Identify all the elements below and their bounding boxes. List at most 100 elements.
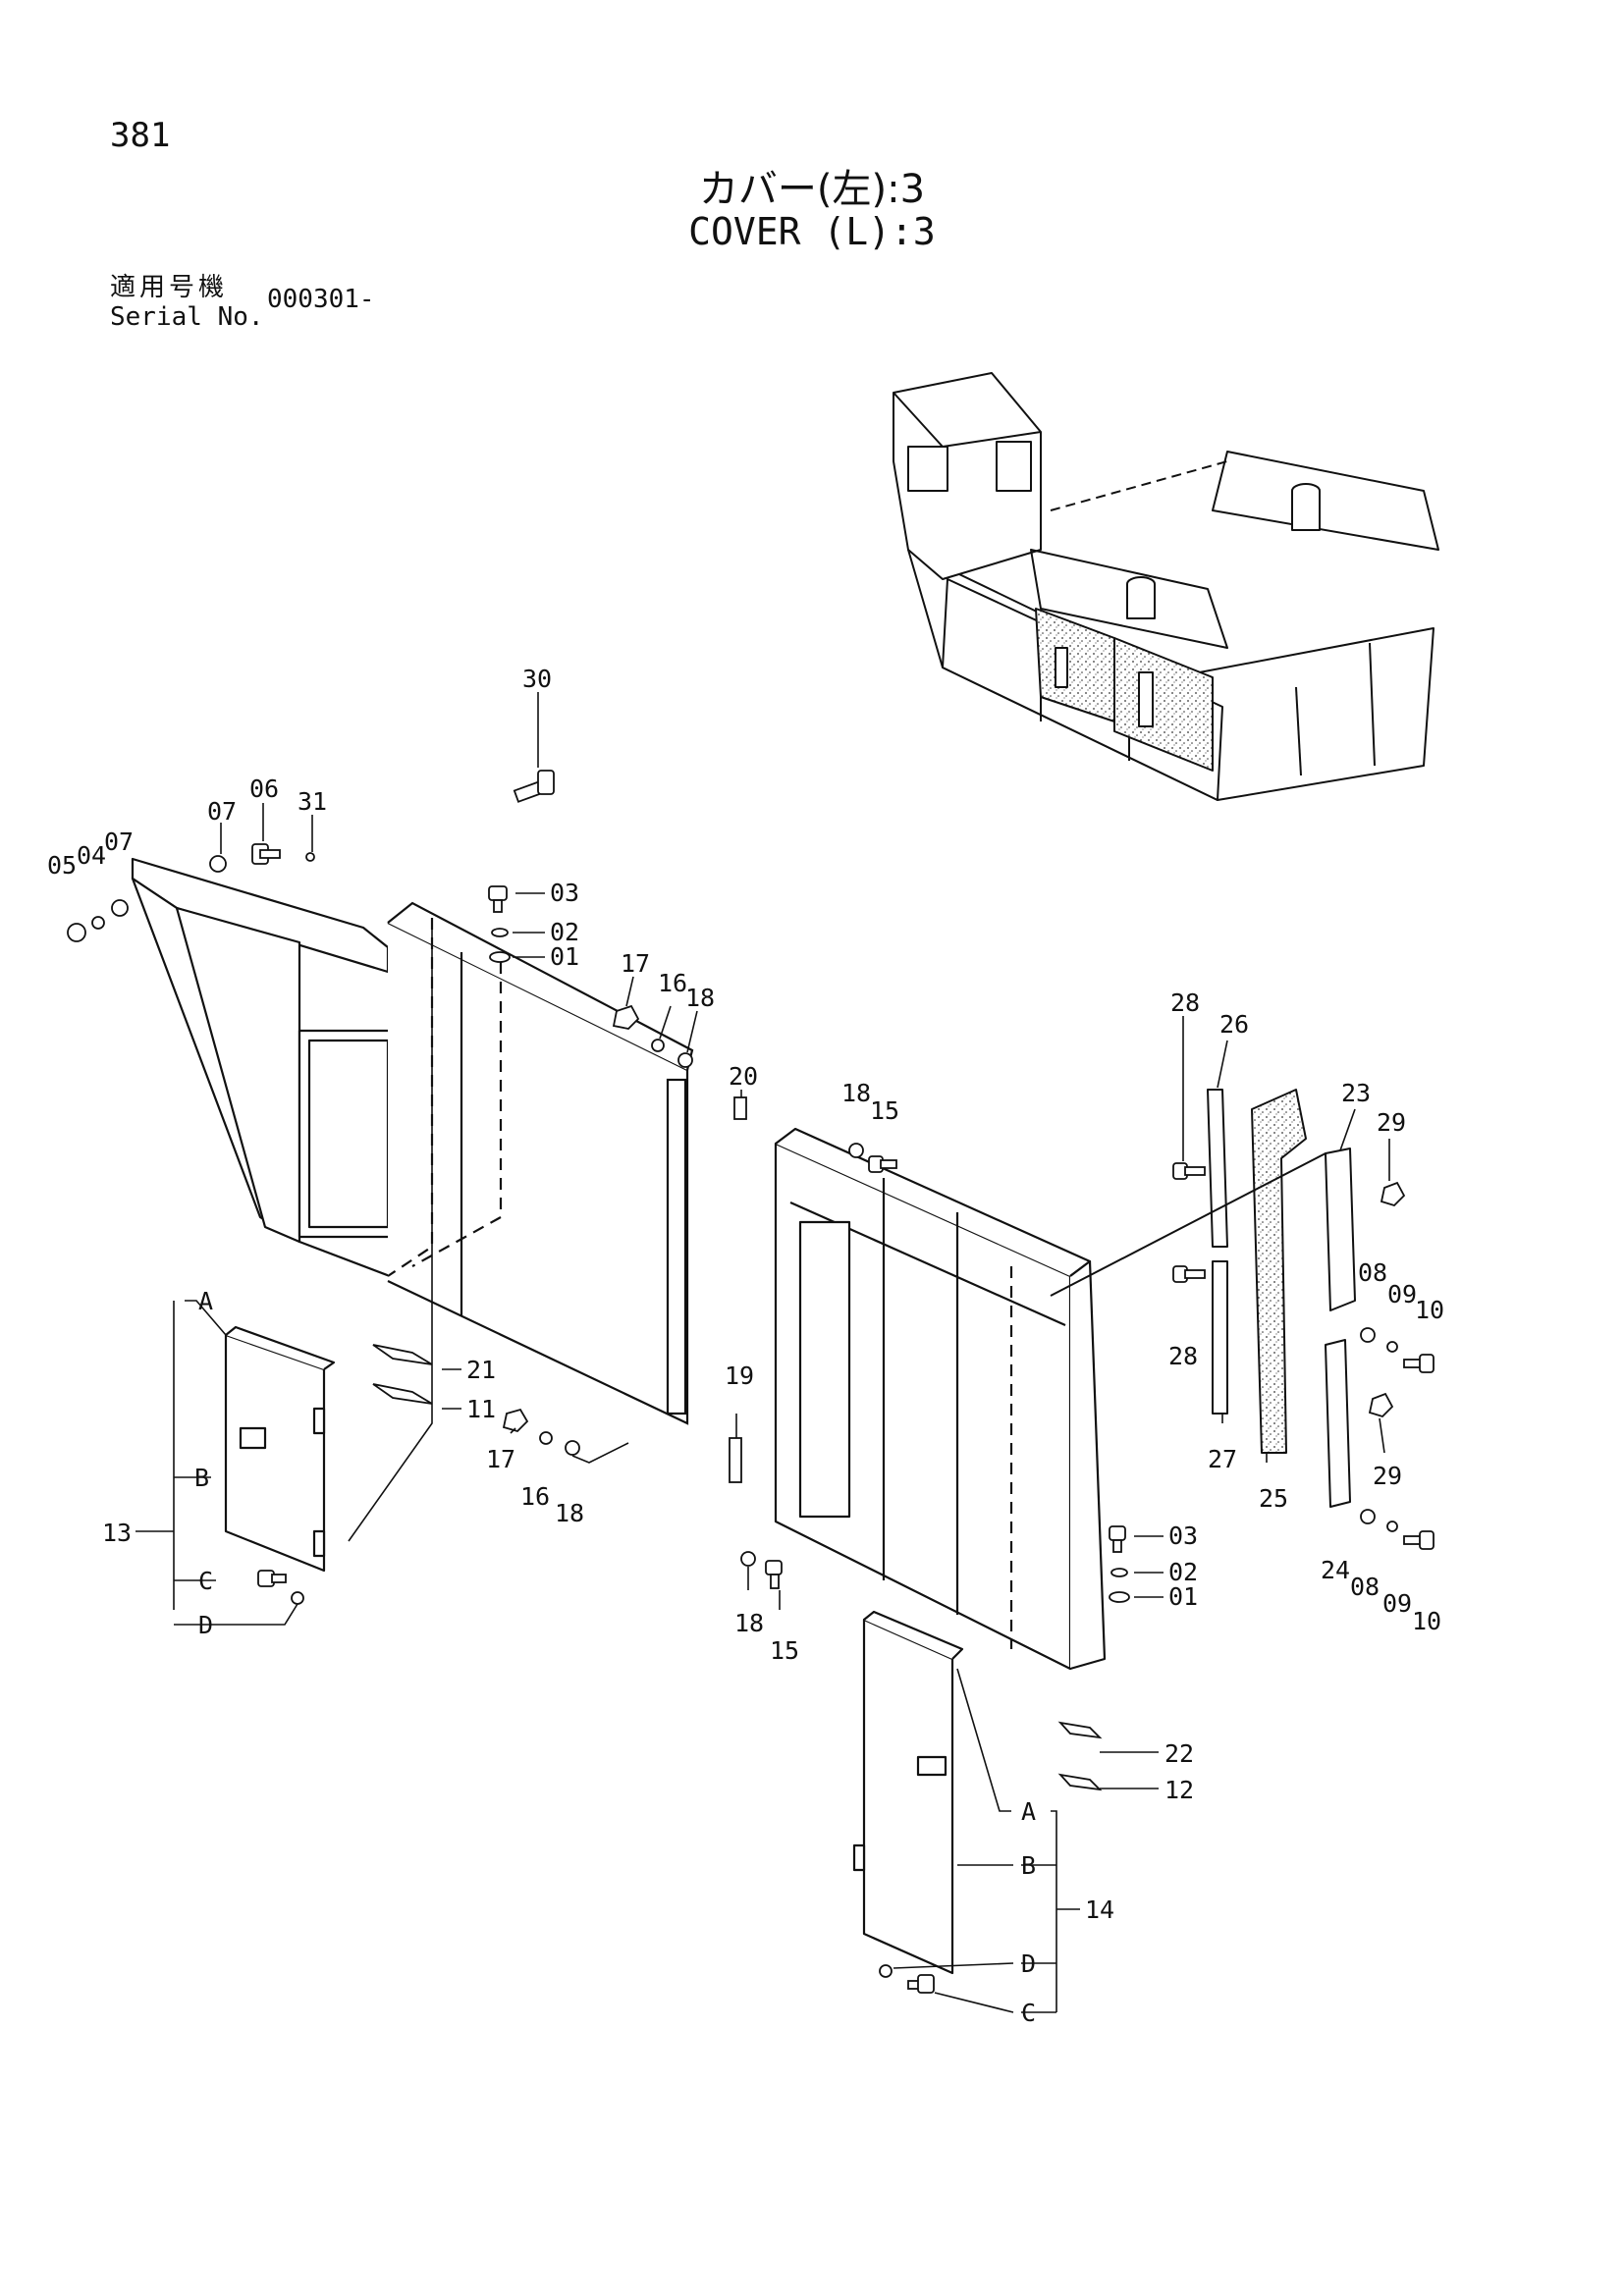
bolt-06-icon: [251, 843, 281, 865]
washer-01-icon: [489, 951, 511, 963]
washer-18-icon: [677, 1052, 693, 1068]
plate-22-icon: [1057, 1721, 1103, 1739]
door-14-latch: [916, 1755, 947, 1777]
door-13: [224, 1325, 336, 1573]
callout-14: 14: [1085, 1896, 1114, 1924]
air-cleaner: [1126, 584, 1156, 619]
callout-06: 06: [249, 774, 279, 803]
washer-16-icon: [651, 1039, 665, 1052]
callout-12: 12: [1164, 1776, 1194, 1804]
cab-window: [907, 446, 948, 492]
callout-D: D: [198, 1611, 213, 1639]
nut-17-icon: [612, 1004, 640, 1030]
callout-28: 28: [1170, 988, 1200, 1017]
callout-01: 01: [1168, 1582, 1198, 1611]
machine-overview-illustration: [893, 372, 1439, 801]
callout-05: 05: [47, 851, 77, 880]
washer-04-icon: [91, 916, 105, 930]
right-frame-panel: [774, 1127, 1107, 1671]
callout-03: 03: [1168, 1522, 1198, 1550]
hidden-edge: [411, 962, 503, 1267]
pin-31-icon: [305, 852, 315, 862]
callout-21: 21: [466, 1356, 496, 1384]
bolt-10-icon: [1403, 1354, 1435, 1373]
strip-27: [1212, 1260, 1228, 1415]
callout-16: 16: [520, 1482, 550, 1511]
page-number: 381: [110, 116, 171, 155]
seal-strip-25: [1251, 1089, 1307, 1454]
cab-window: [996, 441, 1032, 492]
callout-02: 02: [1168, 1558, 1198, 1586]
door-13-latch: [239, 1426, 267, 1450]
exhaust-pipe: [1291, 491, 1321, 531]
body-seam: [1369, 642, 1376, 767]
callout-18: 18: [685, 984, 715, 1012]
washer-18-icon: [848, 1143, 864, 1158]
bolt-10-icon: [1403, 1530, 1435, 1550]
callout-27: 27: [1208, 1445, 1237, 1473]
bolt-28-icon: [1172, 1265, 1206, 1283]
fasteners: [67, 770, 1435, 1994]
callout-16: 16: [658, 969, 687, 997]
serial-label-english: Serial No.: [110, 302, 264, 332]
washer-14d-icon: [879, 1964, 893, 1978]
door-14-panel: [862, 1618, 954, 1975]
door-13-hinge: [312, 1529, 326, 1558]
callout-C: C: [1021, 1999, 1036, 2027]
callout-01: 01: [550, 942, 579, 971]
bolt-28-icon: [1172, 1162, 1206, 1180]
right-frame-side: [1069, 1259, 1107, 1671]
callout-10: 10: [1415, 1296, 1444, 1324]
washer-16-icon: [539, 1431, 553, 1445]
nut-29-icon: [1368, 1392, 1394, 1418]
bolt-30-icon: [513, 770, 555, 803]
callout-25: 25: [1259, 1484, 1288, 1513]
washer-02-icon: [1110, 1568, 1128, 1577]
highlighted-cover-panel: [1113, 637, 1214, 772]
washer-09-icon: [1386, 1341, 1398, 1353]
washer-02-icon: [491, 928, 509, 937]
serial-label-japanese: 適用号機: [110, 273, 229, 302]
callout-24: 24: [1321, 1556, 1350, 1584]
screw-13c-icon: [257, 1570, 287, 1587]
door-14-hinge: [852, 1843, 866, 1872]
center-left-panel: [387, 901, 694, 1425]
right-strips: [1050, 1089, 1356, 1508]
strip-26: [1207, 1089, 1228, 1248]
plate-12-icon: [1057, 1773, 1103, 1791]
bolt-03-icon: [1109, 1525, 1126, 1553]
guard-rail: [1212, 451, 1439, 551]
nut-17-icon: [502, 1408, 529, 1433]
leader-lines: [135, 692, 1390, 2013]
callout-18: 18: [734, 1609, 764, 1637]
center-panel-side-channel: [666, 1078, 687, 1415]
bolt-03-icon: [488, 885, 508, 913]
door-13-panel: [224, 1333, 326, 1573]
callout-C: C: [198, 1567, 213, 1595]
callout-A: A: [1021, 1797, 1036, 1826]
panel-door-detail: [1138, 671, 1154, 727]
callout-22: 22: [1164, 1739, 1194, 1768]
callout-19: 19: [725, 1362, 754, 1390]
clip-19-icon: [729, 1437, 742, 1483]
washer-07-icon: [209, 855, 227, 873]
machine-cab: [893, 372, 1042, 580]
washer-07-icon: [111, 899, 129, 917]
callout-08: 08: [1358, 1258, 1387, 1287]
door-13-hinge: [312, 1407, 326, 1435]
washer-18-icon: [565, 1440, 580, 1456]
callout-13: 13: [102, 1519, 132, 1547]
callout-15: 15: [770, 1636, 799, 1665]
body-seam: [1295, 686, 1302, 776]
callout-04: 04: [77, 841, 106, 870]
callout-09: 09: [1387, 1280, 1417, 1308]
callout-A: A: [198, 1287, 213, 1315]
page-title-japanese: カバー(左):3: [698, 167, 926, 212]
left-cover-panel: [131, 857, 649, 1376]
callout-02: 02: [550, 918, 579, 946]
callout-26: 26: [1219, 1010, 1249, 1039]
door-14-edge: [863, 1610, 964, 1660]
bolt-15-icon: [868, 1155, 897, 1173]
